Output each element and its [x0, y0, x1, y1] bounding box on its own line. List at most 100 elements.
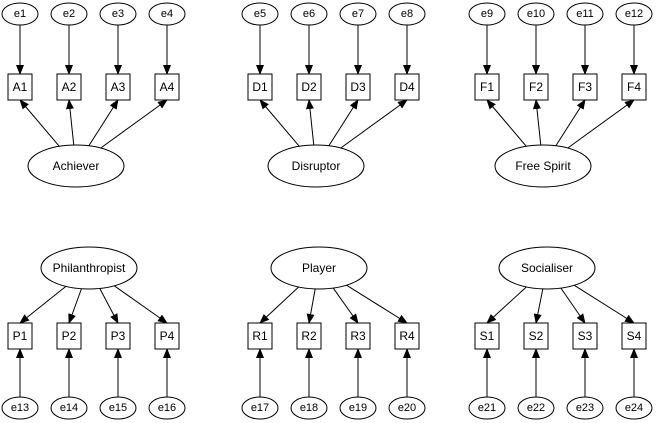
- indicator-label: S3: [578, 329, 593, 343]
- latent-factor-label: Philanthropist: [53, 261, 126, 275]
- error-term-ellipse: [1, 2, 39, 26]
- loading-arrow: [532, 99, 542, 146]
- latent-factor-label: Free Spirit: [515, 159, 571, 173]
- error-term-label: e11: [576, 8, 594, 20]
- error-term-ellipse: [388, 2, 426, 26]
- indicator-label: S2: [529, 329, 544, 343]
- indicator-box: [56, 73, 82, 101]
- error-term-label: e9: [481, 8, 493, 20]
- indicator-box: [394, 322, 420, 350]
- error-term-ellipse: [50, 2, 88, 26]
- error-term-ellipse: [339, 396, 377, 420]
- error-term-ellipse: [517, 2, 555, 26]
- error-term-ellipse: [566, 396, 604, 420]
- error-term-label: e10: [527, 8, 545, 20]
- error-term-ellipse: [290, 396, 328, 420]
- indicator-box: [572, 322, 598, 350]
- error-term-ellipse: [241, 2, 279, 26]
- error-term-label: e24: [625, 402, 643, 414]
- indicator-label: R2: [301, 329, 317, 343]
- error-term-ellipse: [615, 396, 653, 420]
- indicator-label: A2: [62, 80, 77, 94]
- indicator-label: D1: [252, 80, 268, 94]
- loading-arrow: [567, 99, 635, 149]
- indicator-box: [154, 322, 180, 350]
- error-term-label: e7: [352, 8, 364, 20]
- indicator-box: [7, 73, 33, 101]
- indicator-box: [296, 73, 322, 101]
- indicator-label: D4: [399, 80, 415, 94]
- indicator-label: R1: [252, 329, 268, 343]
- loading-arrow: [555, 99, 586, 147]
- loading-arrow: [99, 288, 119, 324]
- indicator-label: P2: [62, 329, 77, 343]
- loading-arrow: [68, 288, 82, 324]
- error-term-label: e1: [14, 8, 26, 20]
- error-term-label: e8: [401, 8, 413, 20]
- indicator-label: R4: [399, 329, 415, 343]
- indicator-box: [394, 73, 420, 101]
- indicator-label: D3: [350, 80, 366, 94]
- latent-factor-label: Disruptor: [292, 159, 341, 173]
- indicator-label: P3: [111, 329, 126, 343]
- latent-factor-label: Achiever: [53, 159, 100, 173]
- latent-factor-ellipse: [270, 246, 368, 290]
- indicator-label: F1: [480, 80, 494, 94]
- indicator-box: [621, 322, 647, 350]
- indicator-box: [572, 73, 598, 101]
- loading-arrow: [486, 286, 527, 324]
- indicator-box: [7, 322, 33, 350]
- loading-arrow: [88, 99, 119, 147]
- error-term-ellipse: [566, 2, 604, 26]
- loading-arrow: [100, 99, 168, 149]
- indicator-box: [154, 73, 180, 101]
- indicator-label: F2: [529, 80, 543, 94]
- indicator-box: [56, 322, 82, 350]
- indicator-label: S1: [480, 329, 495, 343]
- error-term-ellipse: [615, 2, 653, 26]
- indicator-box: [345, 73, 371, 101]
- error-term-ellipse: [99, 396, 137, 420]
- indicator-label: P4: [160, 329, 175, 343]
- latent-factor-ellipse: [494, 144, 592, 188]
- indicator-box: [523, 322, 549, 350]
- loading-arrow: [346, 284, 408, 324]
- latent-factor-ellipse: [27, 144, 125, 188]
- latent-factor-label: Socialiser: [521, 261, 573, 275]
- indicator-label: R3: [350, 329, 366, 343]
- error-term-ellipse: [99, 2, 137, 26]
- loading-arrow: [306, 288, 316, 324]
- error-term-label: e17: [251, 402, 269, 414]
- error-term-label: e22: [527, 402, 545, 414]
- indicator-box: [105, 73, 131, 101]
- indicator-box: [474, 73, 500, 101]
- error-term-label: e20: [398, 402, 416, 414]
- error-term-ellipse: [290, 2, 328, 26]
- indicator-box: [523, 73, 549, 101]
- loading-arrow: [340, 99, 408, 149]
- error-term-label: e23: [576, 402, 594, 414]
- loading-arrow: [486, 99, 527, 147]
- loading-arrow: [65, 99, 75, 146]
- error-term-label: e2: [63, 8, 75, 20]
- loading-arrow: [328, 99, 359, 147]
- latent-factor-ellipse: [40, 246, 138, 290]
- error-term-label: e13: [11, 402, 29, 414]
- loading-arrow: [259, 99, 300, 147]
- indicator-label: F3: [578, 80, 592, 94]
- indicator-label: A1: [13, 80, 28, 94]
- error-term-label: e18: [300, 402, 318, 414]
- error-term-label: e12: [625, 8, 643, 20]
- error-term-ellipse: [339, 2, 377, 26]
- error-term-label: e15: [109, 402, 127, 414]
- error-term-label: e3: [112, 8, 124, 20]
- error-term-label: e21: [478, 402, 496, 414]
- error-term-label: e19: [349, 402, 367, 414]
- latent-factor-label: Player: [302, 261, 336, 275]
- indicator-box: [247, 73, 273, 101]
- error-term-ellipse: [1, 396, 39, 420]
- error-term-label: e4: [161, 8, 173, 20]
- indicator-label: D2: [301, 80, 317, 94]
- indicator-box: [474, 322, 500, 350]
- indicator-box: [296, 322, 322, 350]
